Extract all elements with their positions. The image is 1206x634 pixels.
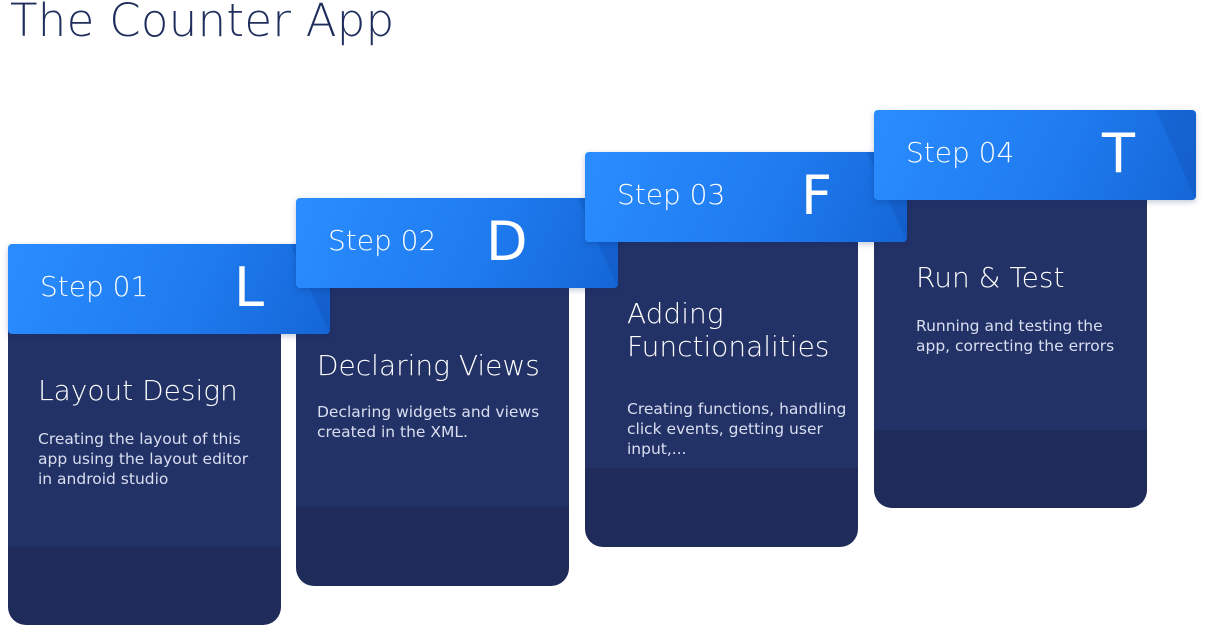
step-03-letter: F	[801, 164, 833, 227]
step-02-title: Declaring Views	[317, 349, 540, 382]
step-02-header: Step 02 D	[296, 198, 618, 288]
step-01-letter: L	[234, 256, 265, 319]
step-01-description: Creating the layout of this app using th…	[38, 430, 249, 488]
step-02-description: Declaring widgets and views created in t…	[317, 403, 540, 441]
step-04-header: Step 04 T	[874, 110, 1196, 200]
step-01-title: Layout Design	[38, 374, 238, 407]
step-03-label: Step 03	[617, 178, 726, 211]
step-03-title-line1: Adding	[627, 297, 724, 330]
step-04-letter: T	[1102, 122, 1135, 185]
step-04-title: Run & Test	[916, 261, 1065, 294]
step-02-label: Step 02	[328, 224, 437, 257]
page-title: The Counter App	[10, 0, 395, 47]
step-04-card: Run & Test Running and testing the app, …	[874, 148, 1147, 508]
step-02-letter: D	[486, 210, 528, 273]
step-01-header: Step 01 L	[8, 244, 330, 334]
step-03-header: Step 03 F	[585, 152, 907, 242]
step-04-label: Step 04	[906, 136, 1015, 169]
step-04-description: Running and testing the app, correcting …	[916, 317, 1115, 355]
step-03-description: Creating functions, handling click event…	[627, 400, 847, 458]
step-03-card: Adding Functionalities Creating function…	[585, 190, 858, 547]
step-03-title-line2: Functionalities	[627, 330, 830, 363]
step-01-label: Step 01	[40, 270, 149, 303]
